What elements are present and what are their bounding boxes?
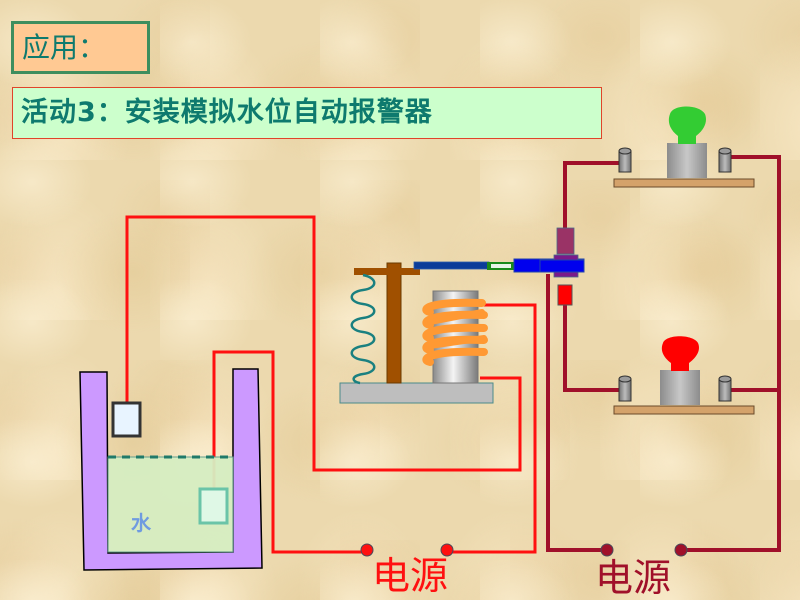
red-lamp-icon (661, 336, 699, 371)
wire-source-to-lamps (682, 155, 781, 552)
coil-icon (422, 298, 488, 366)
wire-upper-probe (125, 215, 522, 472)
lamp-board (613, 405, 755, 415)
lamp-socket (660, 370, 700, 405)
water-label: 水 (131, 511, 151, 535)
spring-icon (350, 273, 376, 385)
terminal-post-icon (618, 375, 632, 402)
work-circuit-wires (546, 155, 781, 552)
terminal-post-icon (718, 375, 732, 402)
power-source-label-1: 电源 (372, 554, 449, 598)
lower-contact (557, 284, 573, 306)
upper-probe (111, 401, 142, 438)
wire-upper-contact (563, 161, 623, 232)
terminal-dot (440, 543, 454, 557)
relay-frame-vertical (386, 262, 402, 384)
green-lamp-assembly (613, 106, 755, 188)
wire-lower-probe (212, 350, 367, 554)
terminal-dot (674, 543, 688, 557)
terminal-post-icon (618, 147, 632, 173)
power-terminals (360, 543, 688, 557)
wire-armature-to-source (546, 274, 607, 552)
relay-frame-top (354, 268, 420, 275)
terminal-dot (360, 543, 374, 557)
control-circuit-wires (125, 215, 537, 554)
lamp-socket (667, 143, 707, 178)
relay-base (339, 382, 494, 404)
wire-coil-to-source (448, 303, 537, 554)
red-lamp-assembly (613, 336, 755, 415)
armature-bar (413, 261, 490, 270)
wire-lower-contact (563, 303, 623, 392)
activity-title: 活动3：安装模拟水位自动报警器 (12, 87, 602, 139)
lower-probe (198, 487, 229, 525)
upper-contact (556, 227, 575, 255)
electromagnetic-relay (339, 258, 585, 404)
terminal-post-icon (718, 147, 732, 173)
switch-contacts (539, 227, 585, 306)
section-label: 应用： (11, 21, 150, 74)
terminal-dot (600, 543, 614, 557)
green-lamp-icon (668, 106, 706, 144)
lamp-board (613, 178, 755, 188)
water-tank (79, 368, 263, 571)
power-source-label-2: 电源 (595, 556, 672, 600)
